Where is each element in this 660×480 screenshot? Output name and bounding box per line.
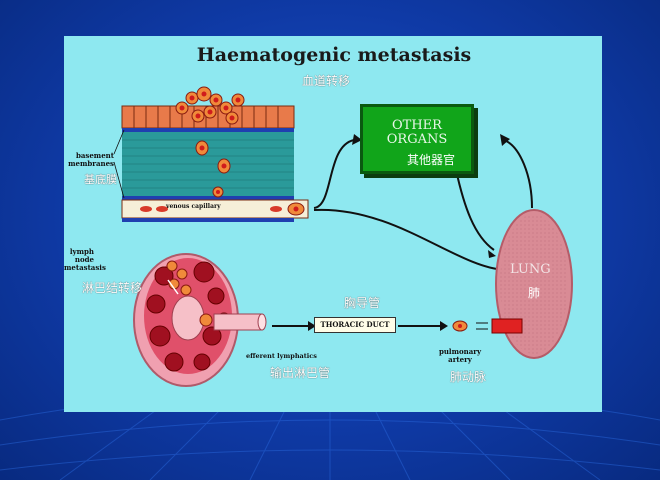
efferent-lymphatics-chinese: 输出淋巴管 [270,366,331,380]
other-organs-chinese: 其他器官 [407,153,456,167]
diagram-panel: Haematogenic metastasis [64,36,602,412]
lymph-node-metastasis-chinese: 淋巴结转移 [82,281,143,295]
lung-label: LUNG [510,262,551,277]
thoracic-duct-chinese: 胸导管 [344,296,381,310]
basement-membranes-chinese: 基底膜 [84,174,117,186]
venous-capillary-label: venous capillary [166,203,221,210]
epithelium-cells [121,86,295,129]
diagram-illustration [113,86,573,387]
title-chinese: 血道转移 [302,74,351,88]
pulmonary-artery-chinese: 肺动脉 [450,370,487,384]
lung-chinese: 肺 [528,286,541,300]
thoracic-duct-box: THORACIC DUCT [314,317,396,333]
diagram-title: Haematogenic metastasis [196,44,472,66]
efferent-lymphatics-label: efferent lymphatics [246,352,317,360]
